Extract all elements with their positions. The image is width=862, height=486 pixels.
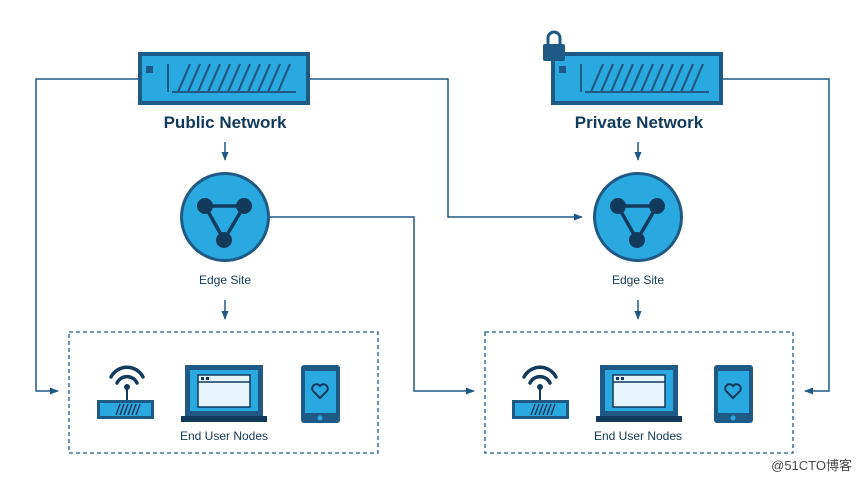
connector-public-server-to-private-edge [310, 78, 583, 221]
public-end-user-box [68, 331, 379, 454]
public-edge-site-label: Edge Site [198, 273, 252, 287]
private-laptop-icon [596, 365, 682, 422]
private-wifi-router-icon [512, 365, 569, 419]
public-end-user-nodes-label: End User Nodes [179, 429, 269, 443]
connector-public-edge-to-private-nodes [270, 216, 475, 395]
private-end-user-box [484, 331, 794, 454]
public-laptop-icon [181, 365, 267, 422]
private-phone-icon [714, 365, 753, 423]
private-edge-node-icon [593, 172, 683, 262]
private-end-user-nodes-label: End User Nodes [593, 429, 683, 443]
connector-public-server-to-public-nodes [35, 78, 138, 395]
public-edge-node-icon [180, 172, 270, 262]
public-network-title: Public Network [163, 113, 287, 132]
public-phone-icon [301, 365, 340, 423]
lock-icon [543, 30, 565, 61]
watermark: @51CTO博客 [771, 458, 852, 473]
public-wifi-router-icon [97, 365, 154, 419]
connector-lines [35, 78, 830, 395]
connector-private-server-to-private-nodes [723, 78, 830, 395]
private-network-title: Private Network [574, 113, 704, 132]
private-edge-site-label: Edge Site [611, 273, 665, 287]
public-server-icon [138, 52, 310, 105]
private-server-icon [551, 52, 723, 105]
